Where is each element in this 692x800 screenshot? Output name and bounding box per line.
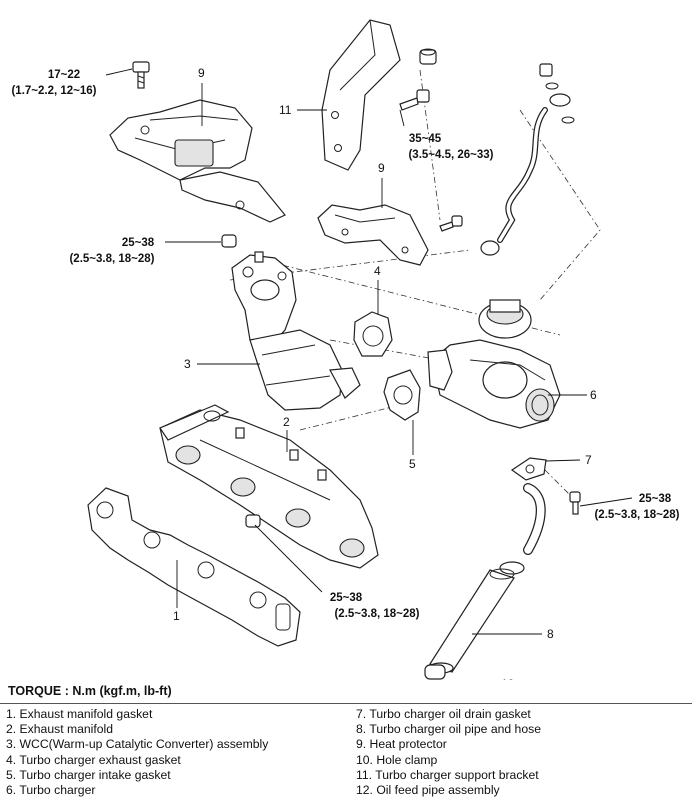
- manifold-nut-icon: [245, 514, 261, 528]
- callout-8: 8: [547, 627, 554, 641]
- torque-2-alt: (3.5~4.5, 26~33): [408, 149, 493, 161]
- oil-feed-pipe: [480, 63, 575, 256]
- heat-protector-upper: [109, 99, 286, 223]
- bolt-icon: [132, 61, 150, 89]
- exploded-parts-diagram: 9 11 9 4 3 6 2 5 7 1 8 10 17~22 (1.7~2.2…: [11, 19, 680, 680]
- legend-item: 6. Turbo charger: [6, 783, 96, 798]
- warm-up-catalytic-converter: [231, 251, 361, 411]
- callout-7: 7: [585, 453, 592, 467]
- turbo-charger: [427, 299, 561, 429]
- legend-column-left: 1. Exhaust manifold gasket 2. Exhaust ma…: [6, 707, 268, 798]
- callout-6: 6: [590, 388, 597, 402]
- oil-drain-gasket: [510, 457, 547, 481]
- torque-1-alt: (1.7~2.2, 12~16): [11, 85, 96, 97]
- torque-3-nm: 25~38: [122, 237, 155, 249]
- legend-item: 4. Turbo charger exhaust gasket: [6, 752, 181, 767]
- callout-3: 3: [184, 357, 191, 371]
- torque-5-nm: 25~38: [330, 592, 363, 604]
- legend-item: 8. Turbo charger oil pipe and hose: [356, 722, 541, 737]
- torque-2-nm: 35~45: [409, 133, 442, 145]
- legend-item: 9. Heat protector: [356, 737, 447, 752]
- exhaust-manifold: [159, 404, 379, 569]
- legend-divider: [0, 703, 692, 704]
- callout-10: 10: [501, 677, 515, 680]
- torque-4-nm: 25~38: [639, 493, 672, 505]
- leader-lines: [105, 68, 633, 635]
- callout-11: 11: [279, 103, 292, 117]
- torque-1-nm: 17~22: [48, 69, 80, 81]
- converter-nut-icon: [221, 234, 237, 248]
- legend-item: 12. Oil feed pipe assembly: [356, 783, 500, 798]
- torque-4-alt: (2.5~3.8, 18~28): [594, 509, 679, 521]
- legend-item: 10. Hole clamp: [356, 752, 438, 767]
- torque-5-alt: (2.5~3.8, 18~28): [334, 608, 419, 620]
- legend-item: 11. Turbo charger support bracket: [356, 767, 539, 782]
- legend-item: 1. Exhaust manifold gasket: [6, 707, 153, 721]
- torque-3-alt: (2.5~3.8, 18~28): [69, 253, 154, 265]
- heat-protector-lower: [317, 204, 429, 266]
- oil-pipe-and-hose: [424, 483, 546, 680]
- callout-9-lower: 9: [378, 161, 385, 175]
- legend-item: 2. Exhaust manifold: [6, 722, 114, 737]
- legend-item: 3. WCC(Warm-up Catalytic Converter) asse…: [6, 737, 269, 752]
- exhaust-manifold-gasket: [87, 487, 301, 647]
- torque-units-heading: TORQUE : N.m (kgf.m, lb-ft): [8, 684, 172, 698]
- callout-5: 5: [409, 457, 416, 471]
- callout-2: 2: [283, 415, 290, 429]
- legend-column-right: 7. Turbo charger oil drain gasket 8. Tur…: [356, 707, 541, 798]
- parts-legend: 1. Exhaust manifold gasket 2. Exhaust ma…: [6, 707, 690, 799]
- legend-item: 5. Turbo charger intake gasket: [6, 767, 171, 782]
- turbo-exhaust-gasket: [353, 311, 393, 357]
- support-bracket: [321, 19, 401, 171]
- oil-drain-bolt-icon: [569, 491, 581, 515]
- callout-1: 1: [173, 609, 180, 623]
- turbo-intake-gasket: [383, 369, 421, 421]
- bracket-bolt-icon: [399, 89, 430, 111]
- legend-item: 7. Turbo charger oil drain gasket: [356, 707, 531, 721]
- callout-4: 4: [374, 264, 381, 278]
- heat-protector-bolt-icon: [439, 215, 463, 232]
- nut-icon: [419, 48, 437, 65]
- callout-9-upper: 9: [198, 66, 205, 80]
